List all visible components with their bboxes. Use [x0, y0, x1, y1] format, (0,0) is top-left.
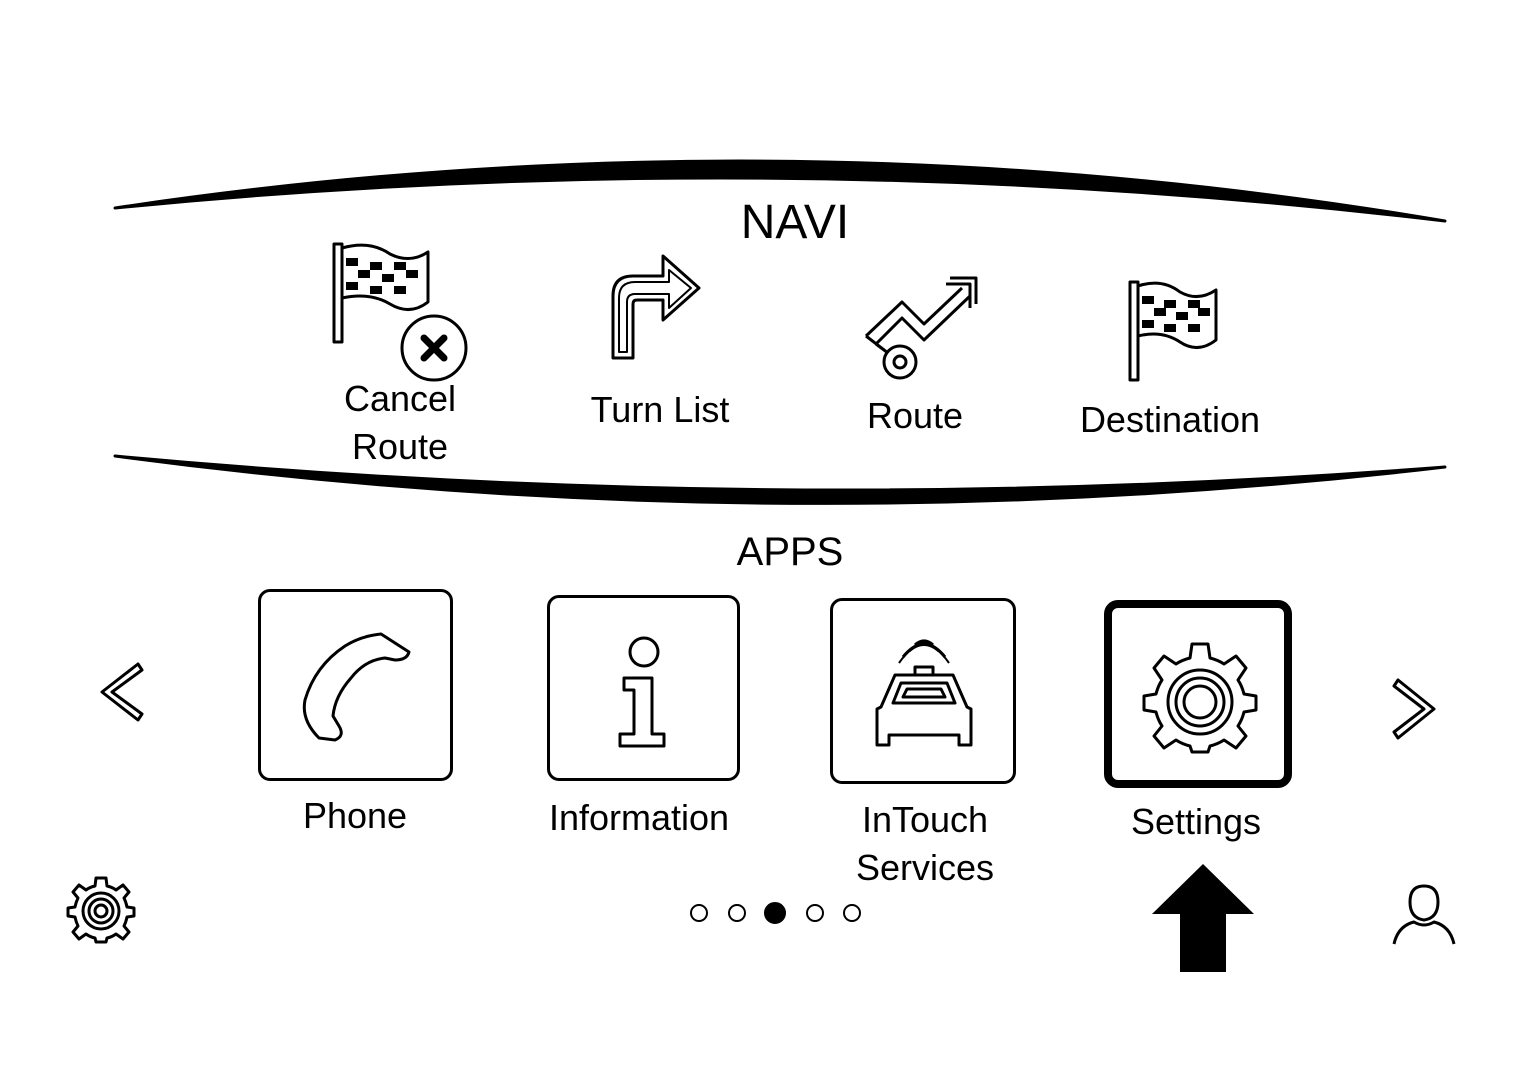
page-dot-5[interactable]	[843, 904, 861, 922]
app-tile-phone[interactable]	[258, 589, 453, 781]
up-arrow-indicator-icon	[1152, 864, 1254, 972]
navi-turn-list-button[interactable]: Turn List	[560, 240, 760, 440]
turn-list-label: Turn List	[590, 389, 730, 430]
information-label: Information	[548, 797, 730, 838]
intouch-services-label: InTouch Services	[855, 799, 995, 888]
phone-label: Phone	[302, 795, 408, 836]
info-icon	[618, 636, 666, 748]
app-tile-intouch-services[interactable]	[830, 598, 1016, 784]
navi-cancel-route-button[interactable]: Cancel Route	[300, 235, 500, 475]
pagination	[688, 900, 868, 926]
cancel-route-label: Cancel Route	[343, 378, 457, 467]
app-tile-settings[interactable]	[1104, 600, 1292, 788]
user-profile-icon[interactable]	[1390, 882, 1458, 948]
chevron-left-icon[interactable]	[94, 660, 144, 724]
route-label: Route	[866, 395, 964, 436]
page-dot-1[interactable]	[690, 904, 708, 922]
destination-label: Destination	[1079, 399, 1261, 440]
page-dot-4[interactable]	[806, 904, 824, 922]
route-path-icon	[864, 276, 978, 380]
page-dot-3-active[interactable]	[764, 902, 786, 924]
gear-icon	[1142, 642, 1258, 754]
turn-arrow-icon	[611, 254, 701, 360]
apps-title: APPS	[736, 530, 844, 574]
chevron-right-icon[interactable]	[1392, 676, 1442, 742]
car-signal-icon	[875, 639, 973, 747]
navi-route-button[interactable]: Route	[830, 270, 1000, 450]
settings-gear-icon[interactable]	[66, 876, 136, 944]
cancel-route-flag-icon	[332, 242, 468, 382]
phone-handset-icon	[302, 632, 411, 742]
navi-title: NAVI	[740, 196, 850, 249]
app-tile-information[interactable]	[547, 595, 740, 781]
page-dot-2[interactable]	[728, 904, 746, 922]
checkered-flag-icon	[1128, 280, 1218, 382]
settings-label: Settings	[1130, 801, 1262, 842]
navi-destination-button[interactable]: Destination	[1060, 276, 1280, 456]
